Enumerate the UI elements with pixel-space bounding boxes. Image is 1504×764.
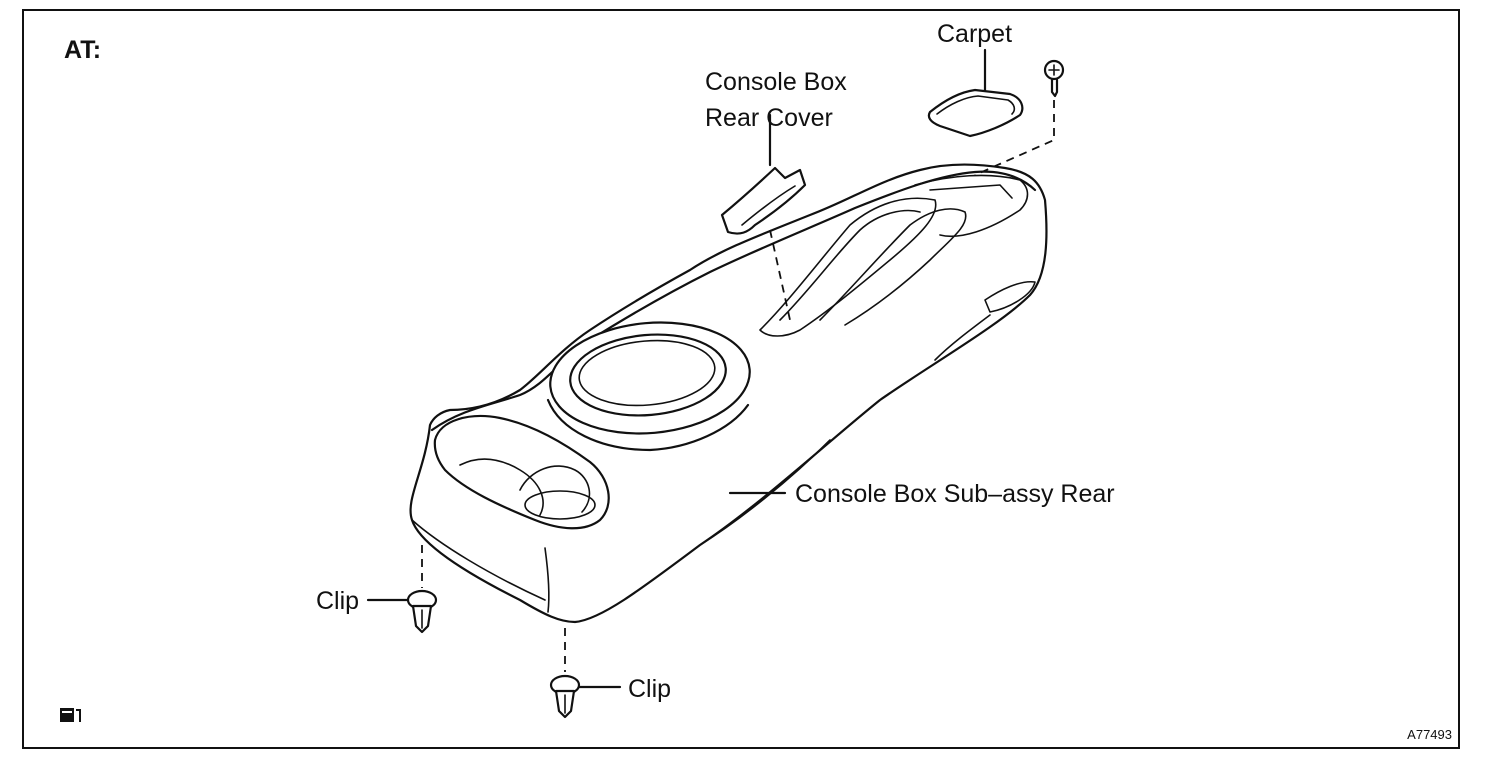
rear-cover-label-line1: Console Box [705,68,847,96]
carpet-drawing [927,88,1024,138]
rear-cover-label-line2: Rear Cover [705,104,833,132]
new-part-symbol-icon [60,708,81,722]
screw-drawing [1043,59,1065,98]
console-box-sub-assy-rear-drawing [409,163,1048,624]
carpet-label: Carpet [937,20,1013,48]
figure-code: A77493 [1407,727,1452,742]
clip-bottom-drawing [549,674,581,719]
diagram-frame [22,9,1460,749]
transmission-type-label: AT: [64,36,102,64]
clip-left-drawing [406,589,438,634]
cover-dashline [769,229,791,321]
console-box-rear-cover-drawing [720,166,807,235]
clip-bottom-label: Clip [628,675,672,703]
clip-left-label: Clip [316,587,360,615]
sub-assy-label: Console Box Sub–assy Rear [795,480,1115,508]
